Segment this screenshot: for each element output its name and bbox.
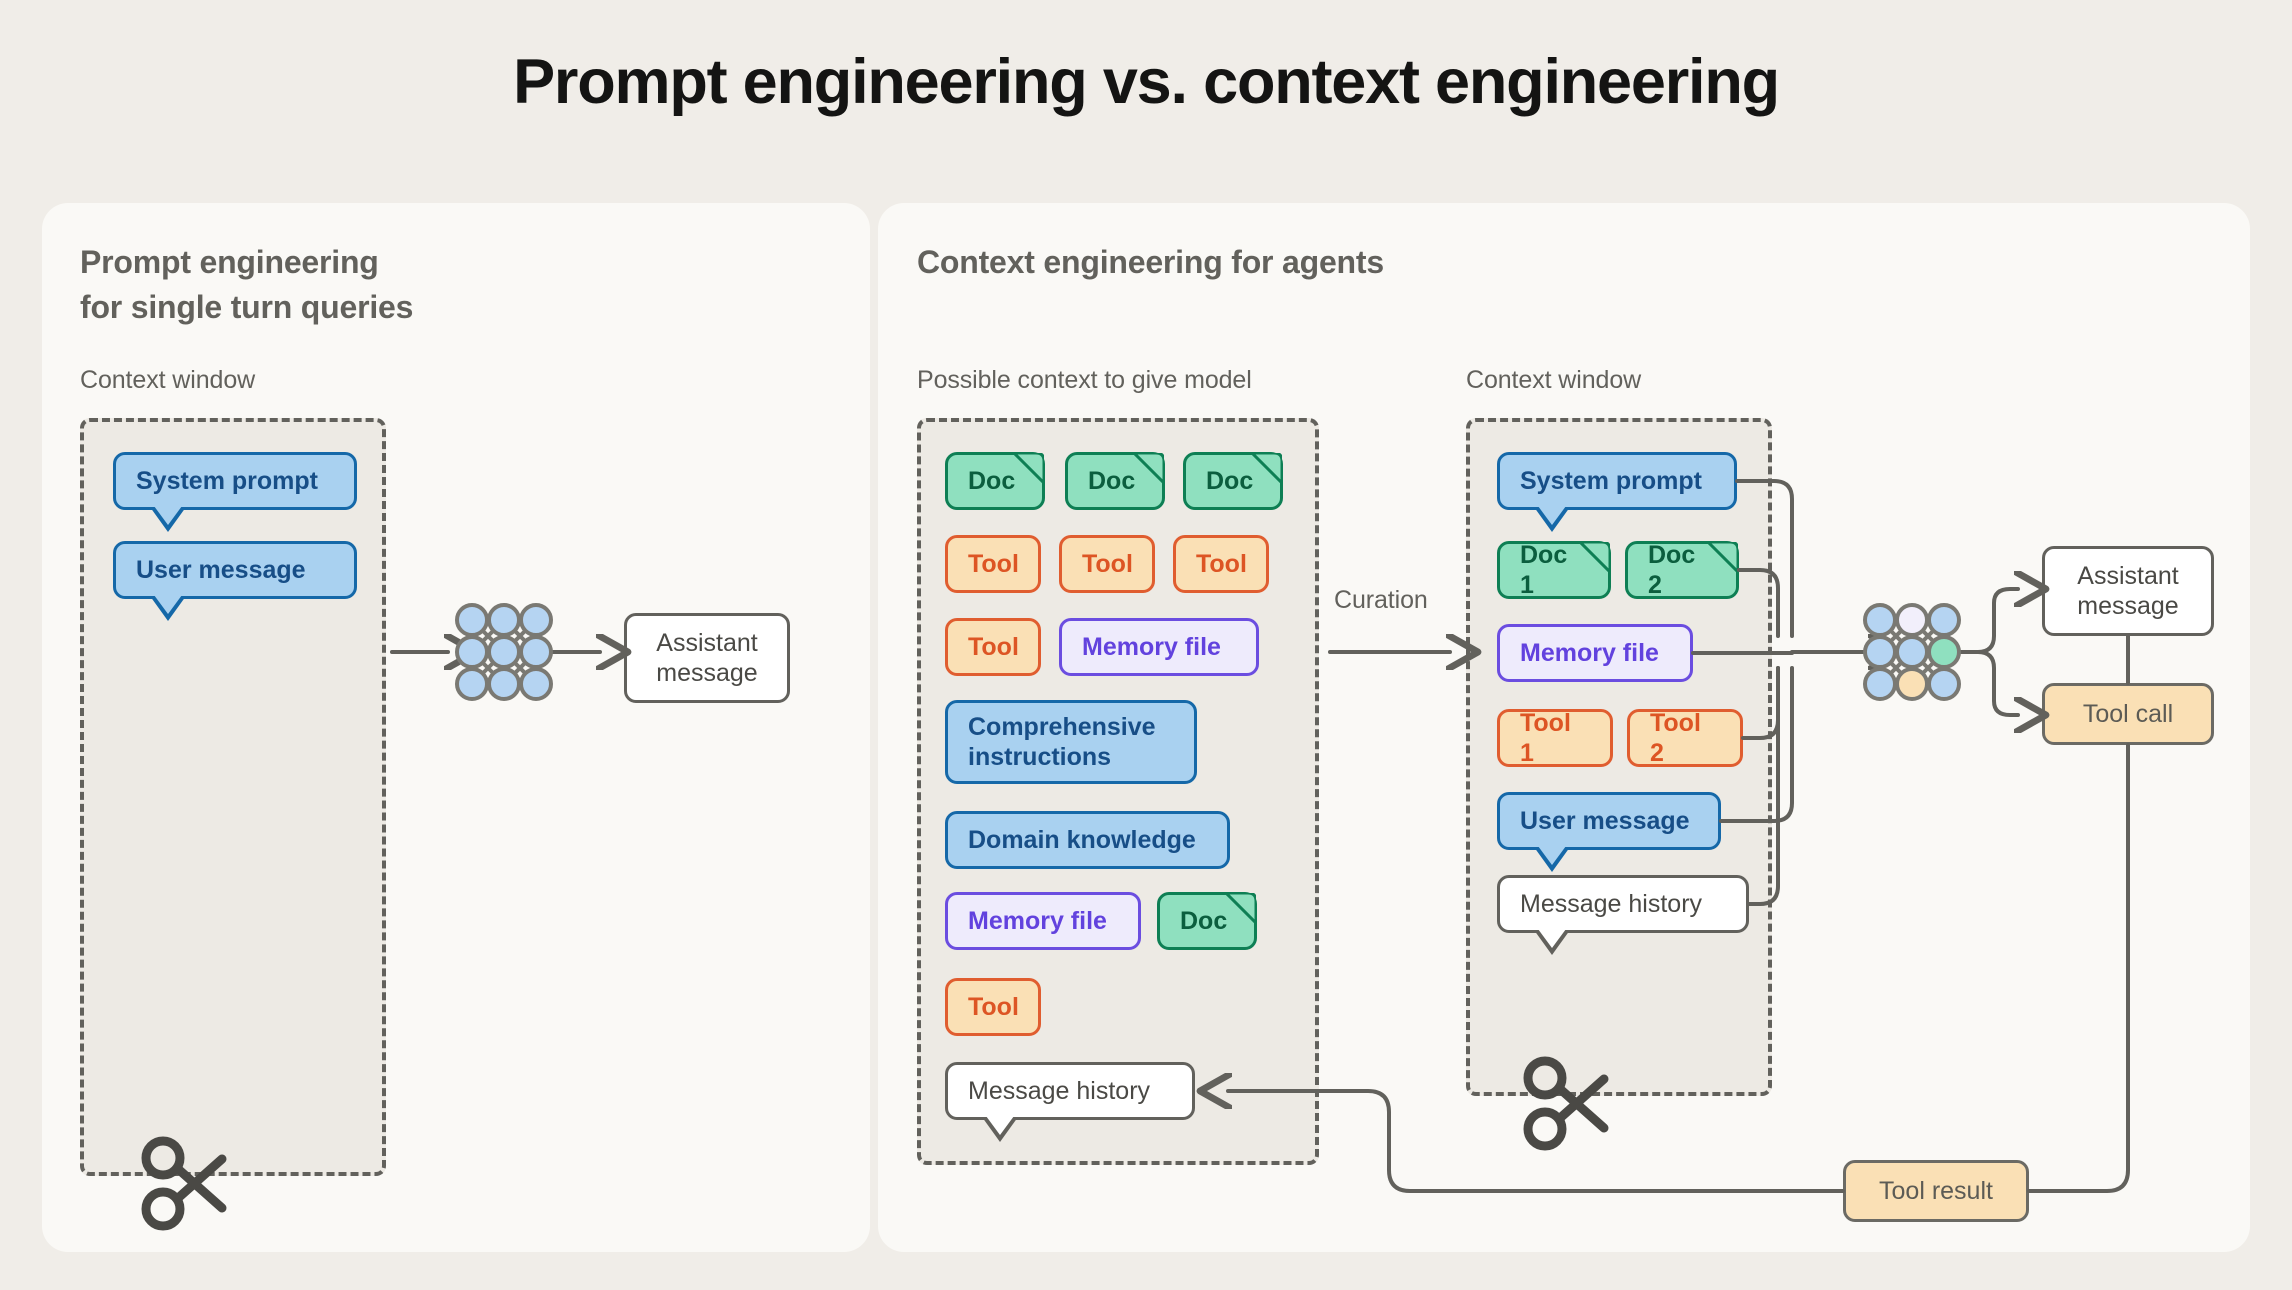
bubble-tail-inner (1538, 506, 1566, 525)
possible-context-box (917, 418, 1319, 1165)
chip-doc-2[interactable]: Doc (1065, 452, 1165, 510)
chip-label: System prompt (136, 467, 318, 495)
box-label: Tool call (2082, 700, 2174, 728)
left-context-window-box (80, 418, 386, 1176)
chip-label: Message history (1520, 890, 1703, 918)
chip-label: Doc 1 (1520, 541, 1568, 599)
ctx-chip-doc-1[interactable]: Doc 1 (1497, 541, 1611, 599)
chip-doc-1[interactable]: Doc (945, 452, 1045, 510)
left-context-window-label: Context window (80, 366, 256, 394)
chip-tool-5[interactable]: Tool (945, 978, 1041, 1036)
chip-label: Tool (968, 633, 1019, 661)
ctx-chip-user-message[interactable]: User message (1497, 792, 1721, 872)
chip-label: Tool (1082, 550, 1133, 578)
chip-label: Memory file (968, 907, 1107, 935)
chip-label: Domain knowledge (968, 826, 1196, 854)
chip-label: Memory file (1520, 639, 1659, 667)
doc-fold-icon (1226, 893, 1256, 923)
doc-fold-icon (1580, 542, 1610, 572)
box-label: Tool result (1879, 1177, 1993, 1205)
box-label: Assistant message (656, 629, 758, 687)
doc-fold-icon (1708, 542, 1738, 572)
chip-tool-4[interactable]: Tool (945, 618, 1041, 676)
ctx-chip-system-prompt[interactable]: System prompt (1497, 452, 1737, 532)
chip-doc-4[interactable]: Doc (1157, 892, 1257, 950)
left-assistant-message-box[interactable]: Assistant message (624, 613, 790, 703)
chip-memory-file-1[interactable]: Memory file (1059, 618, 1259, 676)
chip-tool-3[interactable]: Tool (1173, 535, 1269, 593)
chip-memory-file-2[interactable]: Memory file (945, 892, 1141, 950)
doc-fold-icon (1134, 453, 1164, 483)
chip-label: Doc (968, 467, 1016, 495)
chip-domain-knowledge[interactable]: Domain knowledge (945, 811, 1230, 869)
page-title: Prompt engineering vs. context engineeri… (513, 47, 1780, 117)
doc-fold-icon (1252, 453, 1282, 483)
bubble-tail-inner (154, 506, 182, 525)
chip-label: Tool 2 (1650, 709, 1701, 767)
chip-label: Tool (968, 550, 1019, 578)
tool-call-box[interactable]: Tool call (2042, 683, 2214, 745)
chip-tool-1[interactable]: Tool (945, 535, 1041, 593)
right-assistant-message-box[interactable]: Assistant message (2042, 546, 2214, 636)
possible-context-label: Possible context to give model (917, 366, 1252, 394)
ctx-chip-tool-1[interactable]: Tool 1 (1497, 709, 1613, 767)
chip-label: Tool (968, 993, 1019, 1021)
left-card-heading: Prompt engineering for single turn queri… (80, 244, 414, 325)
chip-label: Tool (1196, 550, 1247, 578)
chip-label: Tool 1 (1520, 709, 1571, 767)
chip-label: Memory file (1082, 633, 1221, 661)
chip-doc-3[interactable]: Doc (1183, 452, 1283, 510)
bubble-tail-inner (1538, 929, 1566, 948)
ctx-chip-message-history[interactable]: Message history (1497, 875, 1749, 955)
chip-label: Doc 2 (1648, 541, 1696, 599)
chip-label: Doc (1180, 907, 1228, 935)
bubble-tail-inner (1538, 846, 1566, 865)
chip-message-history-possible[interactable]: Message history (945, 1062, 1195, 1142)
tool-result-box[interactable]: Tool result (1843, 1160, 2029, 1222)
chip-label: User message (1520, 807, 1690, 835)
ctx-chip-doc-2[interactable]: Doc 2 (1625, 541, 1739, 599)
chip-label: Comprehensive instructions (968, 713, 1156, 771)
chip-label: Doc (1206, 467, 1254, 495)
chip-tool-2[interactable]: Tool (1059, 535, 1155, 593)
chip-system-prompt[interactable]: System prompt (113, 452, 357, 532)
ctx-chip-tool-2[interactable]: Tool 2 (1627, 709, 1743, 767)
doc-fold-icon (1014, 453, 1044, 483)
right-context-window-label: Context window (1466, 366, 1642, 394)
box-label: Assistant message (2077, 562, 2179, 620)
chip-label: Message history (968, 1077, 1151, 1105)
bubble-tail-inner (154, 595, 182, 614)
chip-label: Doc (1088, 467, 1136, 495)
ctx-chip-memory-file[interactable]: Memory file (1497, 624, 1693, 682)
chip-label: System prompt (1520, 467, 1702, 495)
right-card-heading: Context engineering for agents (917, 244, 1384, 280)
bubble-tail-inner (986, 1116, 1014, 1135)
chip-user-message[interactable]: User message (113, 541, 357, 621)
chip-label: User message (136, 556, 306, 584)
curation-label: Curation (1334, 586, 1428, 614)
chip-comprehensive-instructions[interactable]: Comprehensive instructions (945, 700, 1197, 784)
